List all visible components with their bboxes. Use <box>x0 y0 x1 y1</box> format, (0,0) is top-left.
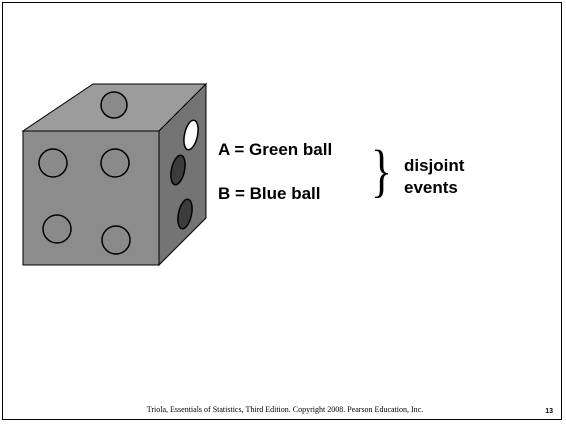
die-pip-side-dark <box>177 198 193 230</box>
die-pip-side-white <box>183 119 199 151</box>
die-pip-front <box>38 148 68 178</box>
die-pip-front <box>100 148 130 178</box>
die-pip-front <box>42 214 72 244</box>
die-pip-side-dark <box>170 154 186 186</box>
events-word: events <box>404 178 458 197</box>
slide: A = Green ball B = Blue ball } disjoint … <box>2 2 562 420</box>
event-b-label: B = Blue ball <box>218 184 321 203</box>
die-pip-top <box>100 91 128 119</box>
slide-number: 13 <box>545 408 553 415</box>
disjoint-word: disjoint <box>404 156 465 175</box>
disjoint-events-label: disjoint events <box>404 155 464 199</box>
curly-brace: } <box>371 138 392 203</box>
die-pip-front <box>101 225 131 255</box>
event-a-label: A = Green ball <box>218 140 333 159</box>
die-front-face <box>22 130 160 266</box>
copyright-footer: Triola, Essentials of Statistics, Third … <box>146 405 424 414</box>
